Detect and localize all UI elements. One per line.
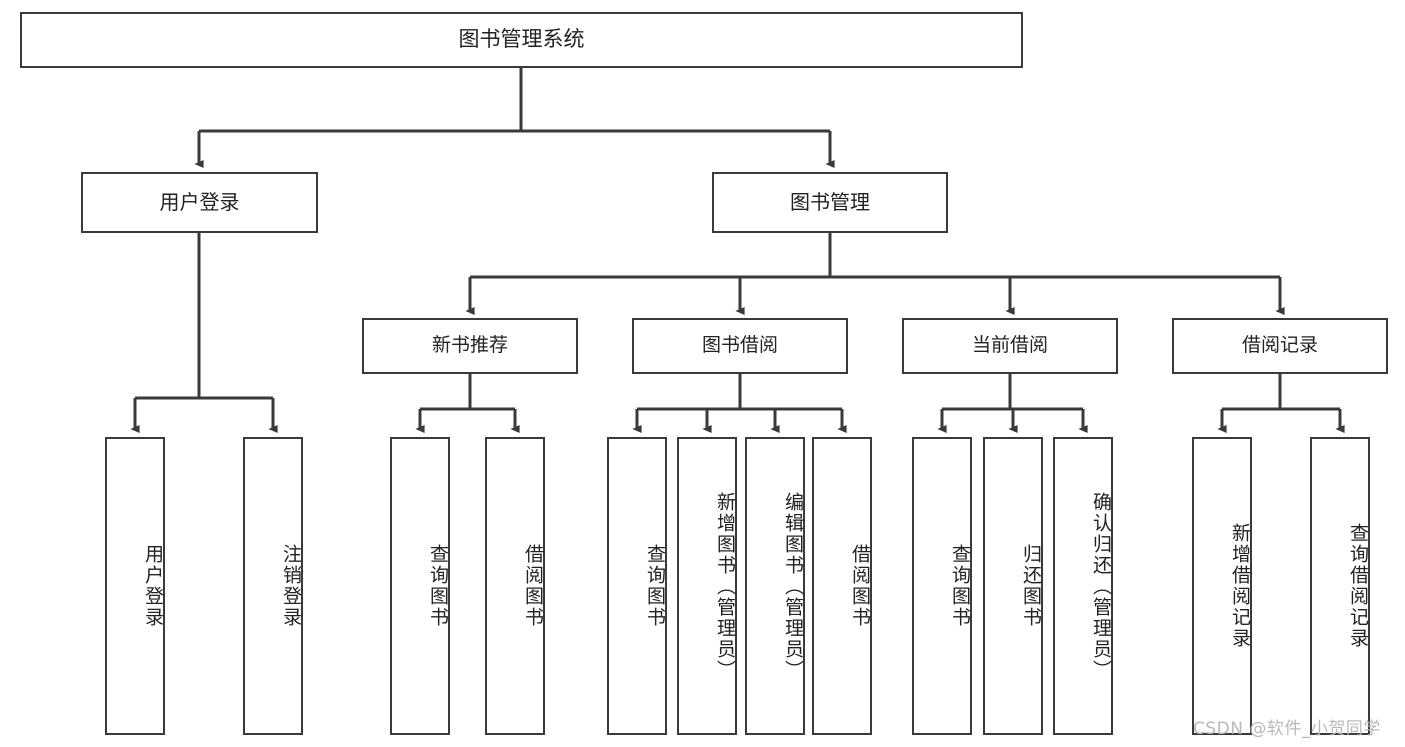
node-current-borrow[interactable]: 当前借阅 xyxy=(902,318,1118,374)
node-label: 借阅图书 xyxy=(849,544,871,628)
node-label: 当前借阅 xyxy=(971,334,1048,357)
node-user-login[interactable]: 用户登录 xyxy=(81,172,318,233)
leaf-record-query-record[interactable]: 查询借阅记录 xyxy=(1310,437,1370,735)
leaf-user-login-login[interactable]: 用户登录 xyxy=(105,437,165,735)
node-label: 图书管理 xyxy=(790,190,870,215)
node-label: 查询图书 xyxy=(644,544,666,628)
node-label: 编辑图书（管理员） xyxy=(782,491,804,681)
node-label: 用户登录 xyxy=(159,190,240,215)
node-label: 查询图书 xyxy=(949,544,971,628)
node-label: 借阅记录 xyxy=(1241,334,1318,357)
node-label: 查询图书 xyxy=(427,544,449,628)
node-book-management[interactable]: 图书管理 xyxy=(712,172,948,233)
leaf-user-login-logout[interactable]: 注销登录 xyxy=(243,437,303,735)
node-label: 注销登录 xyxy=(280,544,302,628)
leaf-recommend-borrow-book[interactable]: 借阅图书 xyxy=(485,437,545,735)
node-label: 确认归还（管理员） xyxy=(1090,491,1112,681)
node-label: 图书借阅 xyxy=(701,334,778,357)
leaf-borrow-query-book[interactable]: 查询图书 xyxy=(607,437,667,735)
node-label: 图书管理系统 xyxy=(458,27,585,52)
leaf-borrow-borrow-book[interactable]: 借阅图书 xyxy=(812,437,872,735)
node-label: 新增图书（管理员） xyxy=(714,491,736,681)
node-label: 查询借阅记录 xyxy=(1347,523,1369,649)
node-book-borrow[interactable]: 图书借阅 xyxy=(632,318,848,374)
csdn-watermark: CSDN @软件_小贺同学 xyxy=(1193,719,1381,739)
leaf-current-return-book[interactable]: 归还图书 xyxy=(983,437,1043,735)
node-label: 新增借阅记录 xyxy=(1229,523,1251,649)
node-label: 归还图书 xyxy=(1020,544,1042,628)
node-label: 借阅图书 xyxy=(522,544,544,628)
node-label: 新书推荐 xyxy=(431,334,508,357)
leaf-borrow-edit-book-admin[interactable]: 编辑图书（管理员） xyxy=(745,437,805,735)
leaf-current-confirm-return-admin[interactable]: 确认归还（管理员） xyxy=(1053,437,1113,735)
leaf-current-query-book[interactable]: 查询图书 xyxy=(912,437,972,735)
node-root-system[interactable]: 图书管理系统 xyxy=(20,12,1023,68)
leaf-recommend-query-book[interactable]: 查询图书 xyxy=(390,437,450,735)
leaf-record-add-record[interactable]: 新增借阅记录 xyxy=(1192,437,1252,735)
node-borrow-record[interactable]: 借阅记录 xyxy=(1172,318,1388,374)
node-new-book-recommend[interactable]: 新书推荐 xyxy=(362,318,578,374)
node-label: 用户登录 xyxy=(142,544,164,628)
leaf-borrow-add-book-admin[interactable]: 新增图书（管理员） xyxy=(677,437,737,735)
